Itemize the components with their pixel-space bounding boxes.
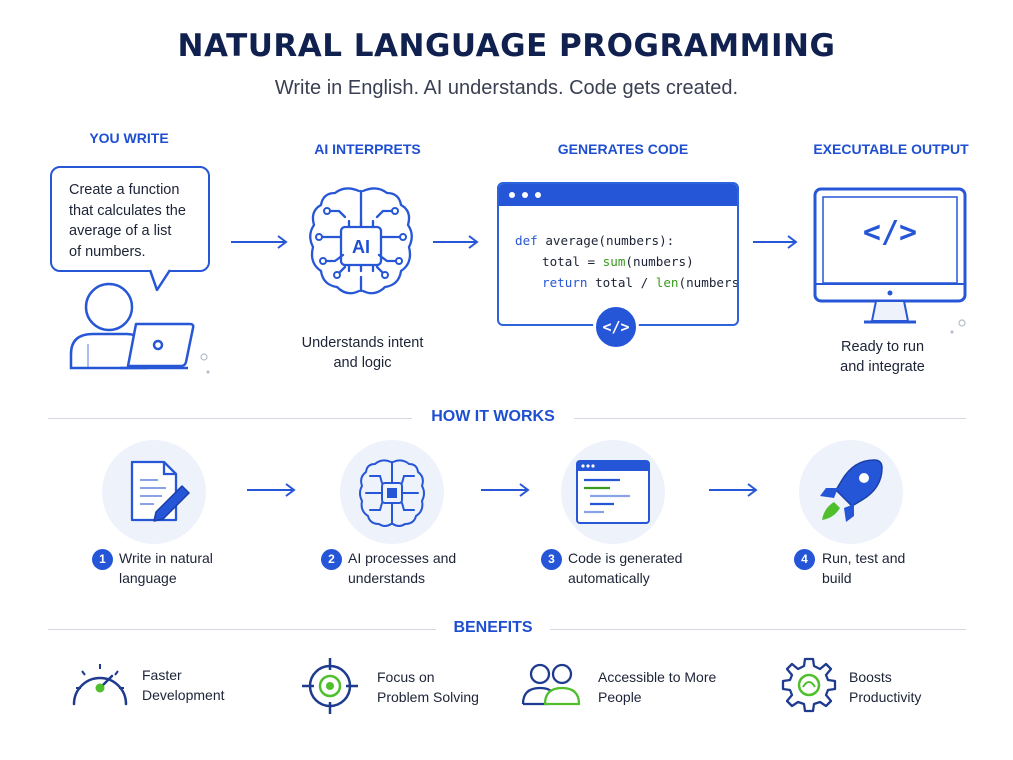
step-number-badge: 4 bbox=[794, 549, 815, 570]
code-text: total / bbox=[587, 275, 656, 290]
benefit-text-line: Development bbox=[142, 686, 225, 703]
how-step-3-text: Code is generated automatically bbox=[568, 549, 682, 588]
benefit-text-line: Productivity bbox=[849, 688, 922, 705]
flow-arrow bbox=[481, 483, 530, 497]
flow-arrow bbox=[753, 235, 798, 249]
prompt-line: that calculates the bbox=[69, 202, 186, 219]
how-step-4-text: Run, test and build bbox=[822, 549, 905, 588]
benefit-2-text: Focus on Problem Solving bbox=[377, 668, 479, 707]
code-builtin: len bbox=[655, 275, 679, 290]
step-label-generates-code: GENERATES CODE bbox=[557, 141, 689, 157]
step-text-line: language bbox=[119, 569, 177, 586]
step-label-ai-interprets: AI INTERPRETS bbox=[314, 141, 421, 157]
flow-arrow bbox=[231, 235, 288, 249]
caption-line: and integrate bbox=[840, 359, 925, 375]
window-dot-icon bbox=[509, 192, 515, 198]
step-text-line: understands bbox=[348, 569, 426, 586]
step-text-line: AI processes and bbox=[348, 550, 457, 566]
step-label-you-write: YOU WRITE bbox=[89, 130, 169, 146]
ai-interprets-caption: Understands intent and logic bbox=[285, 333, 440, 373]
ai-brain-icon: AI bbox=[309, 187, 413, 295]
code-text: average(numbers): bbox=[537, 233, 675, 248]
speedometer-icon bbox=[72, 664, 128, 706]
code-window-icon bbox=[576, 460, 650, 524]
code-editor-window: def average(numbers):total = sum(numbers… bbox=[497, 182, 739, 326]
code-line-3: return total / len(numbers) bbox=[515, 272, 737, 293]
benefit-text-line: Boosts bbox=[849, 669, 892, 685]
code-text: total = bbox=[542, 254, 603, 269]
monitor-icon bbox=[813, 187, 967, 334]
prompt-speech-bubble: Create a function that calculates the av… bbox=[50, 166, 210, 272]
step-label-executable-output: EXECUTABLE OUTPUT bbox=[813, 141, 969, 157]
step-text-line: build bbox=[822, 569, 852, 586]
step-number-badge: 3 bbox=[541, 549, 562, 570]
step-number-badge: 2 bbox=[321, 549, 342, 570]
benefit-text-line: Accessible to More bbox=[598, 669, 717, 685]
step-text-line: Code is generated bbox=[568, 550, 683, 566]
benefits-heading: BENEFITS bbox=[436, 619, 550, 637]
benefit-4-text: Boosts Productivity bbox=[849, 668, 921, 707]
how-step-1-text: Write in natural language bbox=[119, 549, 213, 588]
benefit-text-line: Problem Solving bbox=[377, 688, 479, 705]
prompt-line: of numbers. bbox=[69, 243, 146, 260]
page-title: NATURAL LANGUAGE PROGRAMMING bbox=[177, 28, 836, 64]
benefit-3-text: Accessible to More People bbox=[598, 668, 716, 707]
code-window-titlebar bbox=[499, 184, 737, 206]
how-it-works-heading: HOW IT WORKS bbox=[412, 408, 574, 426]
code-text: (numbers) bbox=[678, 275, 739, 290]
speech-bubble-tail bbox=[148, 268, 172, 292]
monitor-code-glyph: </> bbox=[862, 215, 918, 250]
how-step-2-text: AI processes and understands bbox=[348, 549, 456, 588]
caption-line: Ready to run bbox=[840, 339, 925, 355]
prompt-line: average of a list bbox=[69, 223, 172, 239]
document-pen-icon bbox=[130, 460, 190, 522]
step-text-line: Write in natural bbox=[119, 550, 213, 566]
caption-line: Understands intent bbox=[301, 335, 424, 351]
rocket-icon bbox=[820, 459, 883, 522]
code-keyword: def bbox=[515, 233, 538, 248]
code-text: (numbers) bbox=[625, 254, 694, 269]
benefit-text-line: Faster bbox=[142, 667, 182, 683]
executable-output-caption: Ready to run and integrate bbox=[800, 337, 965, 377]
target-icon bbox=[302, 658, 358, 714]
brain-chip-icon bbox=[359, 459, 425, 527]
step-text-line: automatically bbox=[568, 569, 650, 586]
gear-icon bbox=[781, 657, 837, 713]
code-block: def average(numbers):total = sum(numbers… bbox=[499, 206, 737, 293]
step-number-badge: 1 bbox=[92, 549, 113, 570]
step-text-line: Run, test and bbox=[822, 550, 906, 566]
benefit-text-line: People bbox=[598, 688, 642, 705]
window-dot-icon bbox=[535, 192, 541, 198]
users-icon bbox=[521, 663, 581, 706]
code-badge-icon: </> bbox=[593, 304, 639, 350]
flow-arrow bbox=[709, 483, 758, 497]
code-builtin: sum bbox=[602, 254, 626, 269]
window-dot-icon bbox=[522, 192, 528, 198]
flow-arrow bbox=[433, 235, 479, 249]
person-laptop-icon bbox=[69, 282, 210, 374]
code-keyword: return bbox=[542, 275, 588, 290]
flow-arrow bbox=[247, 483, 296, 497]
ai-chip-text: AI bbox=[352, 237, 370, 257]
page-subtitle: Write in English. AI understands. Code g… bbox=[274, 77, 739, 99]
benefit-text-line: Focus on bbox=[377, 669, 435, 685]
prompt-line: Create a function bbox=[69, 182, 180, 198]
code-line-2: total = sum(numbers) bbox=[515, 251, 737, 272]
code-line-1: def average(numbers): bbox=[515, 230, 737, 251]
caption-line: and logic bbox=[333, 355, 392, 371]
benefit-1-text: Faster Development bbox=[142, 666, 225, 705]
